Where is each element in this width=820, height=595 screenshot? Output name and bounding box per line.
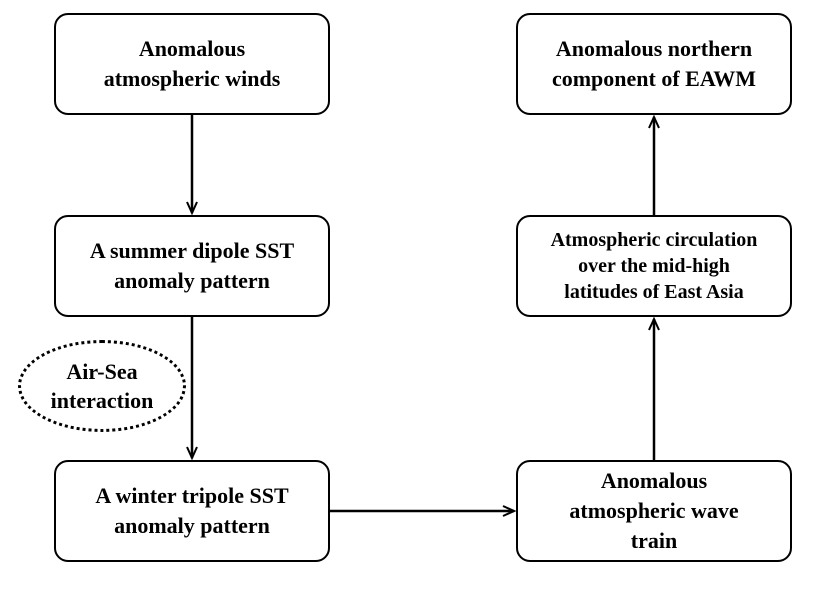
box-text-line: Atmospheric circulation (550, 229, 758, 251)
air-sea-interaction-oval: Air-Sea interaction (18, 340, 186, 432)
box-text-line: A summer dipole SST (89, 238, 295, 263)
box-text-line: atmospheric wave (569, 498, 739, 523)
box-text-line: latitudes of East Asia (564, 281, 744, 303)
box-summer-dipole-sst: A summer dipole SST anomaly pattern (54, 215, 330, 317)
box-text-line: atmospheric winds (103, 66, 281, 91)
box-text-line: Anomalous (138, 36, 246, 61)
box-anomalous-atmospheric-winds: Anomalous atmospheric winds (54, 13, 330, 115)
box-text-line: over the mid-high (578, 255, 730, 277)
oval-text-line: interaction (50, 388, 154, 413)
box-winter-tripole-sst: A winter tripole SST anomaly pattern (54, 460, 330, 562)
box-text-line: component of EAWM (551, 66, 757, 91)
box-text-line: anomaly pattern (114, 513, 270, 538)
box-atmospheric-circulation: Atmospheric circulation over the mid-hig… (516, 215, 792, 317)
oval-text-line: Air-Sea (66, 359, 138, 384)
box-eawm-northern-component: Anomalous northern component of EAWM (516, 13, 792, 115)
box-text-line: Anomalous northern (555, 36, 753, 61)
box-text-line: anomaly pattern (114, 268, 270, 293)
box-text-line: Anomalous (600, 468, 708, 493)
box-atmospheric-wave-train: Anomalous atmospheric wave train (516, 460, 792, 562)
box-text-line: A winter tripole SST (95, 483, 289, 508)
box-text-line: train (630, 528, 678, 553)
